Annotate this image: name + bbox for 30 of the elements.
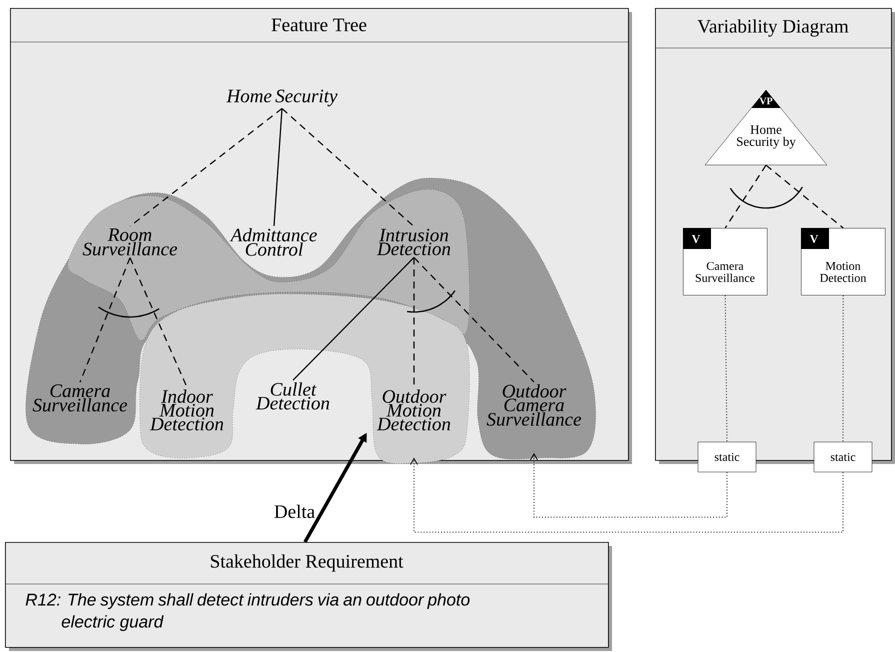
connector-line (130, 108, 282, 227)
feature-label: Room Surveillance (82, 228, 178, 256)
connector-line (282, 108, 414, 227)
feature-label: Admittance Control (230, 228, 317, 256)
feature-label: Outdoor Motion Detection (376, 390, 450, 430)
arrow (410, 458, 844, 533)
edge-label: Delta (272, 504, 316, 520)
panel: Stakeholder Requirement R12: The system shall detect intruders via an outdoor photo electric guard (4, 542, 612, 651)
feature-label: Outdoor Camera Surveillance (486, 384, 582, 426)
connector-line (724, 294, 728, 442)
variant-box: V Motion Detection (801, 228, 886, 296)
connector-line (766, 164, 844, 228)
variant-box: V Camera Surveillance (683, 228, 768, 296)
feature-label: Cullet Detection (256, 382, 330, 410)
arrow (530, 452, 728, 518)
connector-line (79, 257, 131, 382)
feature-label: Camera Surveillance (32, 384, 128, 412)
feature-label: Intrusion Detection (376, 228, 450, 256)
connector-line (842, 294, 844, 442)
feature-label: Indoor Motion Detection (150, 390, 224, 430)
connector-line (413, 257, 415, 388)
binding-box: static (814, 442, 872, 472)
binding-box: static (698, 442, 756, 472)
connector-line (273, 108, 283, 226)
connector-line (292, 257, 414, 381)
connector-line (129, 257, 188, 388)
feature-label: Home Security (226, 90, 338, 106)
connector-line (414, 257, 534, 382)
variation-point-triangle: VP Home Security by (704, 90, 828, 166)
connector-line (724, 164, 766, 228)
